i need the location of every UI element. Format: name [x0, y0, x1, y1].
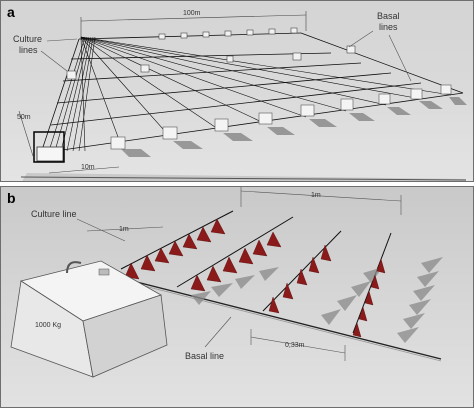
basal-lines-label-line2: lines: [379, 22, 398, 32]
culture-line-label: Culture line: [31, 209, 77, 219]
panel-a: a Culture lines Basal lines 100m 50m 10m: [0, 0, 474, 182]
panel-letter-a: a: [7, 4, 15, 20]
farm-layout-diagram: a Culture lines Basal lines 100m 50m 10m: [1, 1, 474, 182]
dim-spacing-label: 10m: [81, 164, 95, 171]
panel-letter-b: b: [7, 190, 16, 206]
basal-lines-label-line1: Basal: [377, 11, 400, 21]
perimeter-lines: [41, 33, 463, 153]
dim-1m-left-label: 1m: [119, 226, 129, 233]
dim-width-label: 50m: [17, 114, 31, 121]
culture-line-detail-diagram: b Culture line Basal line 1m 1m 0,33m 10…: [1, 187, 474, 408]
culture-lines-label-line1: Culture: [13, 34, 42, 44]
weight-label: 1000 Kg: [35, 322, 61, 329]
basal-line-label: Basal line: [185, 351, 224, 361]
dim-1m-top-label: 1m: [311, 192, 321, 199]
culture-lines: [49, 37, 451, 151]
dim-length-label: 100m: [183, 10, 201, 17]
culture-lines-label-line2: lines: [19, 45, 38, 55]
panel-b: b Culture line Basal line 1m 1m 0,33m 10…: [0, 186, 474, 408]
dim-spacing-label-b: 0,33m: [285, 342, 305, 349]
anchor-block: [11, 261, 167, 377]
